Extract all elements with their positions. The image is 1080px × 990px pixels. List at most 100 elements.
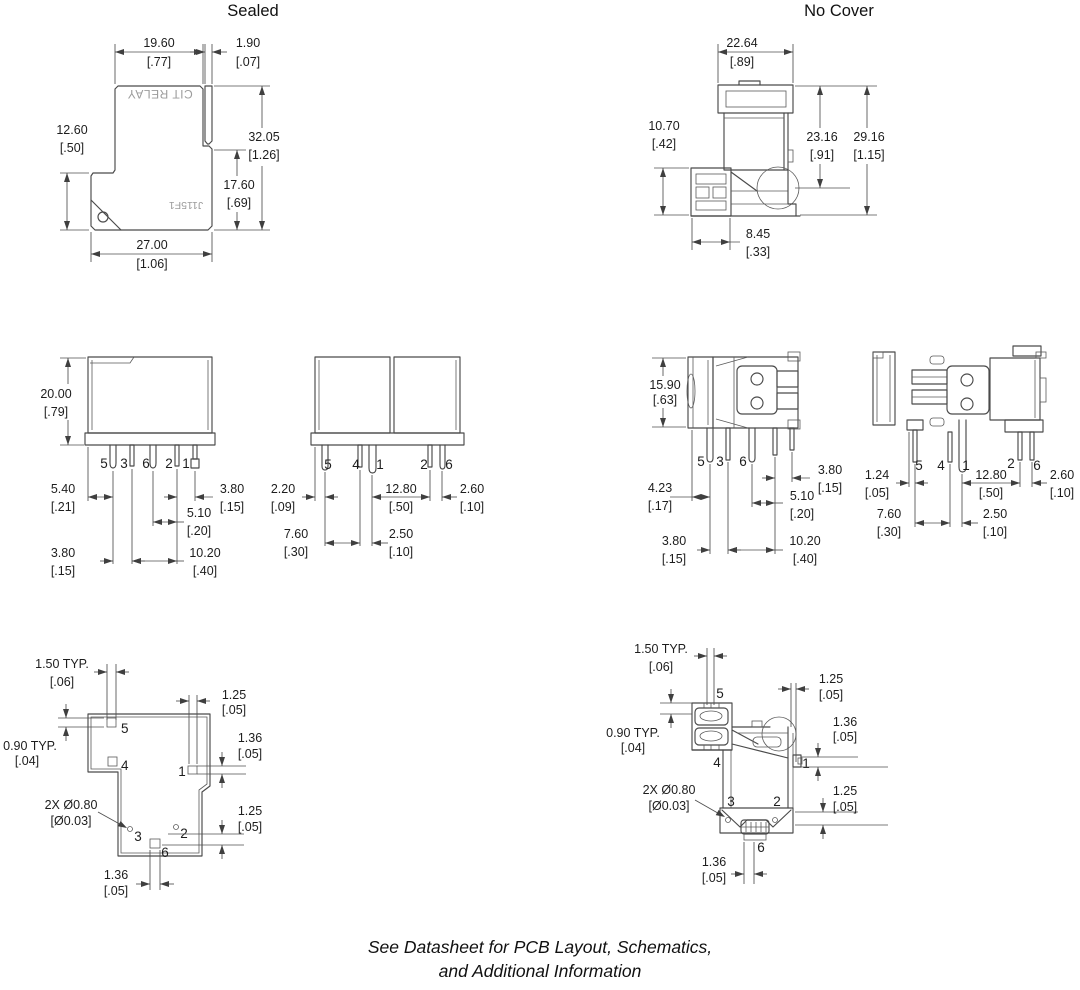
model-text: J115F1 (169, 199, 203, 211)
dim-value-in: [.10] (1050, 486, 1074, 500)
dim-value-in: [.15] (662, 552, 686, 566)
pin-number: 6 (739, 454, 747, 469)
pin-number: 6 (757, 840, 765, 855)
pin-number: 1 (376, 457, 384, 472)
dim-value-in: [.05] (819, 688, 843, 702)
dim-sb-pad-height: 0.90 TYP. [.04] (3, 704, 104, 768)
dim-nb-pad1-width: 1.25 [.05] (778, 672, 843, 762)
dim-value-mm: 3.80 (662, 534, 686, 548)
no-cover-outline-view: 22.64 [.89] 10.70 [.42] 23.16 [.91] 29.1… (648, 36, 884, 259)
dim-value-mm: 1.25 (222, 688, 246, 702)
dim-ns-edge-to-pin: 1.24 [.05] (865, 468, 928, 500)
dim-nf-height: 15.90 [.63] (649, 357, 686, 428)
pin-number: 1 (182, 456, 190, 471)
dim-value-mm: 1.50 TYP. (35, 657, 89, 671)
pin-number: 3 (120, 456, 128, 471)
pin-number: 6 (161, 845, 169, 860)
dim-ss-pin-gap-right: 2.60 [.10] (442, 482, 484, 514)
dim-nb-pad6-width: 1.36 [.05] (702, 842, 767, 885)
dim-value-in: [.40] (193, 564, 217, 578)
dim-ss-pin-gap-left: 7.60 [.30] (284, 527, 360, 559)
dim-value-in: [.33] (746, 245, 770, 259)
dim-value-in: [.89] (730, 55, 754, 69)
dim-value-mm: 3.80 (51, 546, 75, 560)
dim-value-in: [.63] (653, 393, 677, 407)
pin-number: 1 (962, 458, 970, 473)
dim-value-in: [.04] (621, 741, 645, 755)
sealed-side-view: 5 4 1 2 6 2.20 [.09] 12.80 [.50] 2.60 (271, 356, 484, 559)
dim-value-in: [.40] (793, 552, 817, 566)
dim-value-mm: 20.00 (40, 387, 71, 401)
dim-value-mm: 15.90 (649, 378, 680, 392)
dim-sealed-top-width: 19.60 [.77] (114, 36, 204, 84)
dim-value-in: [.05] (238, 820, 262, 834)
pin-number: 1 (178, 764, 186, 779)
dim-value-mm: 5.40 (51, 482, 75, 496)
dim-nb-pad2-height: 1.25 [.05] (795, 784, 888, 839)
dim-value-mm: 1.25 (238, 804, 262, 818)
dim-ns-pin-gap-mid: 2.50 [.10] (962, 507, 1007, 539)
dim-value-mm: 1.36 (104, 868, 128, 882)
dim-nocover-body-height: 23.16 [.91] (795, 85, 877, 189)
dim-value-mm: 12.80 (385, 482, 416, 496)
dim-sealed-tab-width: 1.90 [.07] (190, 36, 260, 84)
dim-nb-pad-height: 0.90 TYP. [.04] (606, 689, 692, 755)
dim-value-in: [.30] (284, 545, 308, 559)
pin-number: 5 (697, 454, 705, 469)
pin-number: 2 (773, 794, 781, 809)
dim-value-mm: 22.64 (726, 36, 757, 50)
dim-value-mm: 1.24 (865, 468, 889, 482)
dim-sf-pin-span: 10.20 [.40] (132, 546, 221, 578)
sealed-bottom-view: 5 4 1 3 2 6 1.50 TYP. [.06] 1.25 [.05] 0… (3, 657, 262, 898)
dim-sf-pin-gap-left: 3.80 [.15] (51, 546, 145, 578)
title-no-cover: No Cover (804, 2, 874, 20)
pin-number: 6 (445, 457, 453, 472)
dim-nb-pad-width: 1.50 TYP. [.06] (634, 642, 727, 705)
dim-value-in: [.10] (460, 500, 484, 514)
dim-value-mm: 7.60 (284, 527, 308, 541)
pin-number: 2 (1007, 456, 1015, 471)
dim-value-mm: 2.50 (983, 507, 1007, 521)
dim-value-in: [.50] (389, 500, 413, 514)
pin-number: 2 (165, 456, 173, 471)
dim-sf-pin-gap-right: 3.80 [.15] (164, 482, 244, 514)
no-cover-bottom-view: 5 4 1 3 2 6 1.50 TYP. [.06] 1.25 [.05] 0… (606, 642, 888, 885)
dim-value-mm: 1.25 (833, 784, 857, 798)
dim-value-in: [.15] (818, 481, 842, 495)
dim-value-in: [1.26] (248, 148, 279, 162)
pin-number: 5 (324, 457, 332, 472)
dim-value-in: [.79] (44, 405, 68, 419)
dim-ns-pin-gap-right: 2.60 [.10] (1032, 468, 1074, 500)
dim-value-mm: 1.50 TYP. (634, 642, 688, 656)
dim-sealed-lower-height: 17.60 [.69] (214, 149, 255, 230)
pin-number: 4 (352, 457, 360, 472)
dim-value-mm: 23.16 (806, 130, 837, 144)
dim-sf-edge-to-pin: 5.40 [.21] (51, 482, 113, 514)
pin-number: 3 (716, 454, 724, 469)
pin-number: 4 (937, 458, 945, 473)
dim-nocover-total-height: 29.16 [1.15] (800, 86, 885, 216)
dim-value-in: [.42] (652, 137, 676, 151)
dim-nocover-base-width: 8.45 [.33] (691, 218, 770, 259)
dim-value-mm: 2.60 (1050, 468, 1074, 482)
dim-sealed-left-height: 12.60 [.50] (56, 123, 89, 231)
dim-value-mm: 5.10 (187, 506, 211, 520)
dim-sealed-total-height: 32.05 [1.26] (214, 85, 280, 231)
dim-value-in: [Ø0.03] (51, 814, 92, 828)
dim-value-mm: 19.60 (143, 36, 174, 50)
dim-value-mm: 2X Ø0.80 (45, 798, 98, 812)
dim-value-in: [.05] (833, 800, 857, 814)
dim-value-in: [.69] (227, 196, 251, 210)
brand-text: CIT RELAY (127, 87, 192, 101)
dim-ss-edge-to-pin: 2.20 [.09] (271, 482, 338, 514)
dim-value-mm: 1.36 (833, 715, 857, 729)
sealed-front-view: 5 3 6 2 1 20.00 [.79] 5.40 [.21] (40, 356, 244, 578)
dim-nf-edge-to-pin: 4.23 [.17] (648, 481, 710, 513)
dim-ss-pin-gap-mid: 2.50 [.10] (372, 527, 413, 559)
footer-line-2: and Additional Information (439, 961, 642, 981)
no-cover-side-view: 5 4 1 2 6 1.24 [.05] 12.80 [.50] 2.60 (865, 345, 1074, 539)
dim-value-mm: 12.60 (56, 123, 87, 137)
dim-nb-hole-dia: 2X Ø0.80 [Ø0.03] (643, 783, 725, 817)
dim-value-in: [.06] (649, 660, 673, 674)
